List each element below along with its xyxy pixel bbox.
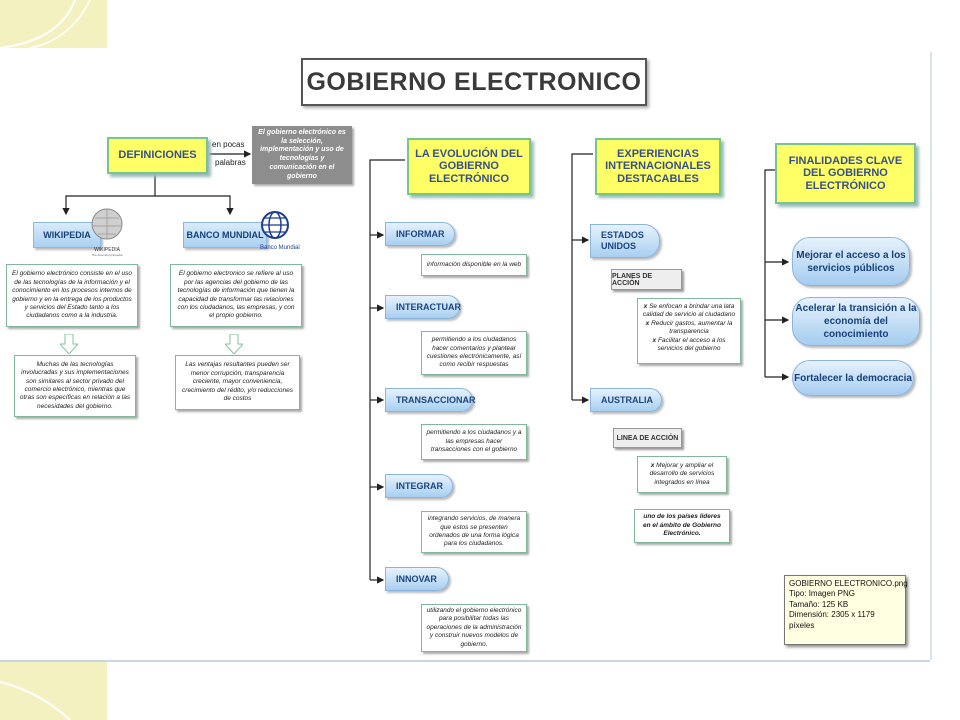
australia-note: uno de los países lideres en el ámbito d…	[634, 509, 730, 543]
finalidad-item: Mejorar el acceso a los servicios públic…	[792, 237, 910, 286]
file-type: Tipo: Imagen PNG	[789, 589, 855, 599]
linea-de-accion-label: LINEA DE ACCIÓN	[613, 428, 682, 448]
stage-informar: INFORMAR	[385, 222, 455, 246]
file-size: Tamaño: 125 KB	[789, 599, 849, 609]
corner-decoration-top	[0, 0, 107, 48]
down-arrow-icon	[225, 334, 243, 354]
file-name: GOBIERNO ELECTRONICO.png	[789, 579, 908, 588]
usa-plan-item: x Facilitar el acceso a los servicios de…	[652, 336, 726, 353]
usa-plan-item: x Reducir gastos, aumentar la transparen…	[645, 319, 733, 336]
corner-decoration-bottom	[0, 662, 107, 720]
banco-mundial-logo: Banco Mundial	[260, 210, 300, 258]
wikipedia-definition: El gobierno electrónico consiste en el u…	[6, 264, 138, 327]
divider	[0, 660, 930, 662]
down-arrow-icon	[60, 334, 78, 354]
wikipedia-logo-text: WIKIPEDIA	[94, 247, 120, 253]
wikipedia-detail: Muchas de las tecnologías involucradas y…	[14, 355, 136, 417]
banco-mundial-node: BANCO MUNDIAL	[183, 222, 267, 248]
finalidad-item: Fortalecer la democracia	[792, 360, 914, 396]
stage-transaccionar-desc: permitiendo a los ciudadanos y a las emp…	[421, 424, 527, 460]
usa-plan-item-text: Se enfocan a brindar una lata calidad de…	[642, 303, 736, 319]
connector-label-2: palabras	[215, 158, 246, 167]
file-unit: píxeles	[789, 620, 815, 630]
stage-innovar-desc: utilizando el gobierno electrónico para …	[421, 604, 527, 652]
stage-integrar-desc: integrando servicios, de manera que esto…	[421, 511, 527, 553]
stage-informar-desc: información disponible en la web	[421, 254, 527, 276]
banco-mundial-detail: Las ventajas resultantes pueden ser meno…	[175, 355, 300, 410]
stage-interactuar: INTERACTUAR	[385, 295, 461, 319]
stage-interactuar-desc: permitiendo a los ciudadanos hacer comen…	[421, 331, 527, 375]
experiencias-node: EXPERIENCIAS INTERNACIONALES DESTACABLES	[595, 138, 721, 195]
australia-node: AUSTRALIA	[590, 388, 662, 412]
stage-transaccionar: TRANSACCIONAR	[385, 388, 476, 412]
stage-integrar: INTEGRAR	[385, 474, 453, 498]
evolucion-node: LA EVOLUCIÓN DEL GOBIERNO ELECTRÓNICO	[407, 138, 531, 195]
planes-de-accion-label: PLANES DE ACCIÓN	[611, 269, 682, 290]
finalidades-node: FINALIDADES CLAVE DEL GOBIERNO ELECTRÓNI…	[775, 143, 916, 204]
connector-label-1: en pocas	[212, 140, 245, 149]
finalidad-item: Acelerar la transición a la economía del…	[792, 297, 920, 346]
file-info-tooltip: GOBIERNO ELECTRONICO.png Tipo: Imagen PN…	[784, 575, 908, 645]
file-dimension: Dimensión: 2305 x 1179	[789, 610, 875, 620]
estados-unidos-node: ESTADOS UNIDOS	[590, 224, 660, 258]
wikipedia-logo-sub: The Free Encyclopedia	[91, 253, 123, 257]
australia-plan-list: x Mejorar y ampliar el desarrollo de ser…	[637, 456, 727, 493]
page-title: GOBIERNO ELECTRONICO	[301, 58, 647, 106]
wikipedia-globe-icon	[91, 208, 123, 240]
definicion-summary: El gobierno electrónico es la selección,…	[252, 126, 352, 184]
australia-plan-item: x Mejorar y ampliar el desarrollo de ser…	[649, 461, 715, 486]
stage-innovar: INNOVAR	[385, 567, 449, 591]
wikipedia-logo: WIKIPEDIA The Free Encyclopedia	[90, 206, 124, 257]
wikipedia-node: WIKIPEDIA	[33, 222, 101, 248]
usa-plan-item-text: Reducir gastos, aumentar la transparenci…	[651, 319, 733, 336]
banco-mundial-definition: El gobierno electronico se refiere al us…	[170, 264, 302, 327]
usa-plan-item-text: Facilitar el acceso a los servicios del …	[657, 336, 726, 353]
usa-plan-list: x Se enfocan a brindar una lata calidad …	[637, 298, 741, 364]
globe-icon	[261, 211, 289, 239]
banco-mundial-logo-text: Banco Mundial	[260, 245, 300, 251]
definiciones-node: DEFINICIONES	[107, 137, 208, 174]
usa-plan-item: x Se enfocan a brindar una lata calidad …	[642, 303, 736, 319]
australia-plan-item-text: Mejorar y ampliar el desarrollo de servi…	[649, 461, 715, 486]
